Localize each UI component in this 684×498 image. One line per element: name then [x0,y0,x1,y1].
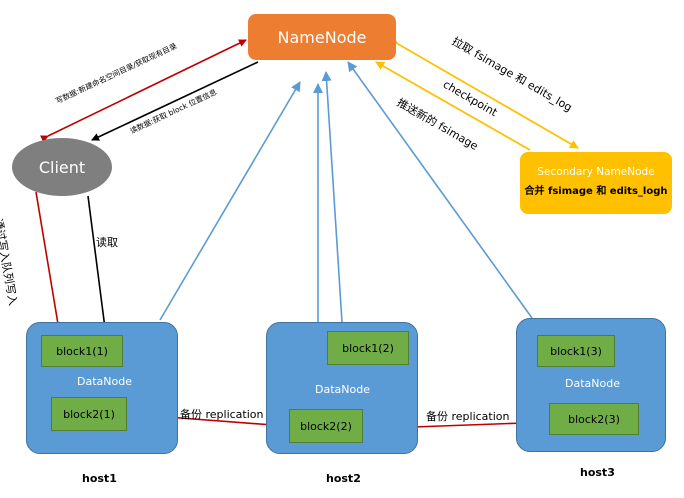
host1-datanode-label: DataNode [77,375,132,388]
heartbeat-arrow-host3 [347,61,533,319]
client-label: Client [38,157,86,177]
host3-box: block1(3) DataNode block2(3) [516,318,666,452]
host3-block2: block2(3) [549,403,639,435]
secondary-namenode-box: Secondary NameNode 合并 fsimage 和 edits_lo… [520,152,672,214]
client-node: Client [12,138,112,196]
host3-datanode-label: DataNode [565,377,620,390]
secondary-namenode-title: Secondary NameNode [537,166,655,178]
host2-block2: block2(2) [289,409,363,443]
host3-name: host3 [580,466,615,479]
read-arrow [87,195,110,337]
read-request-arrow [91,61,259,141]
host1-block1-label: block1(1) [56,344,108,358]
replication-label-2: 备份 replication [426,410,510,423]
host2-block1: block1(2) [327,331,409,365]
host1-block2-label: block2(1) [63,407,115,421]
push-fsimage-arrow [375,61,531,151]
read-label: 读取 [96,236,118,249]
host3-block1: block1(3) [537,335,615,367]
host2-block2-label: block2(2) [300,419,352,433]
write-request-arrow [39,39,247,143]
host1-name: host1 [82,472,117,485]
host2-box: block1(2) DataNode block2(2) [266,322,418,454]
host3-block1-label: block1(3) [550,344,602,358]
host2-datanode-label: DataNode [315,383,370,396]
secondary-namenode-task: 合并 fsimage 和 edits_logh [524,186,668,197]
host1-block1: block1(1) [41,335,123,367]
host2-block1-label: block1(2) [342,341,394,355]
replication-label-1: 备份 replication [180,408,264,421]
host1-block2: block2(1) [51,397,127,431]
pull-fsimage-arrow [388,36,579,149]
namenode-label: NameNode [277,27,367,47]
host1-box: block1(1) DataNode block2(1) [26,322,178,454]
host3-block2-label: block2(3) [568,412,620,426]
heartbeat-arrow-host2-right [321,71,343,323]
namenode-box: NameNode [248,14,396,60]
host2-name: host2 [326,472,361,485]
heartbeat-arrow-host1 [159,81,301,321]
